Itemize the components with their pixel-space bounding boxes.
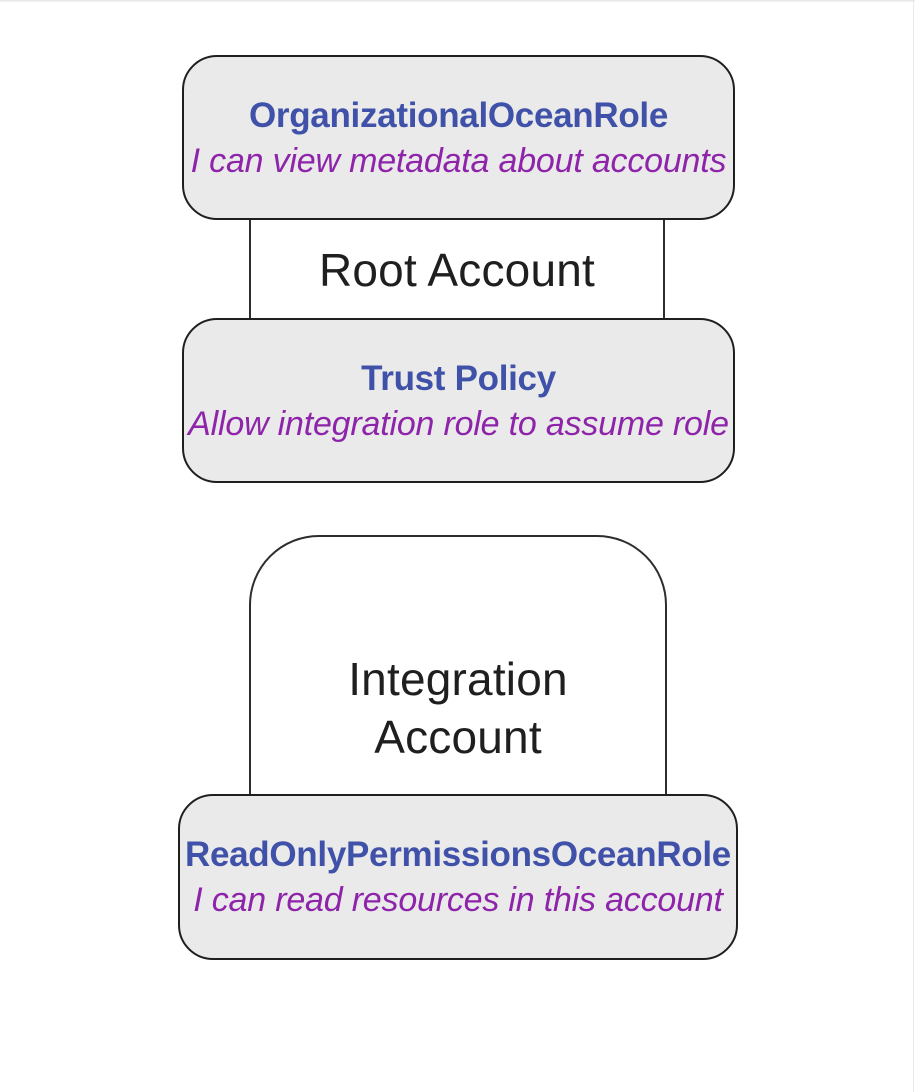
organizational-ocean-role-node: OrganizationalOceanRole I can view metad… [182, 55, 735, 220]
trust-policy-node: Trust Policy Allow integration role to a… [182, 318, 735, 483]
organizational-ocean-role-name: OrganizationalOceanRole [248, 95, 669, 135]
trust-policy-name: Trust Policy [361, 358, 556, 398]
page-right-edge [913, 0, 914, 1092]
integration-account-title-line2: Account [374, 711, 542, 763]
readonly-permissions-ocean-role-description: I can read resources in this account [193, 881, 723, 919]
trust-policy-description: Allow integration role to assume role [188, 404, 729, 443]
readonly-permissions-ocean-role-name: ReadOnlyPermissionsOceanRole [185, 835, 731, 874]
root-account-title: Root Account [318, 244, 596, 296]
organizational-ocean-role-description: I can view metadata about accounts [190, 141, 727, 180]
integration-account-title: Integration Account [249, 650, 667, 766]
readonly-permissions-ocean-role-node: ReadOnlyPermissionsOceanRole I can read … [178, 794, 738, 960]
integration-account-title-line1: Integration [348, 653, 568, 705]
page-top-edge [0, 0, 915, 2]
